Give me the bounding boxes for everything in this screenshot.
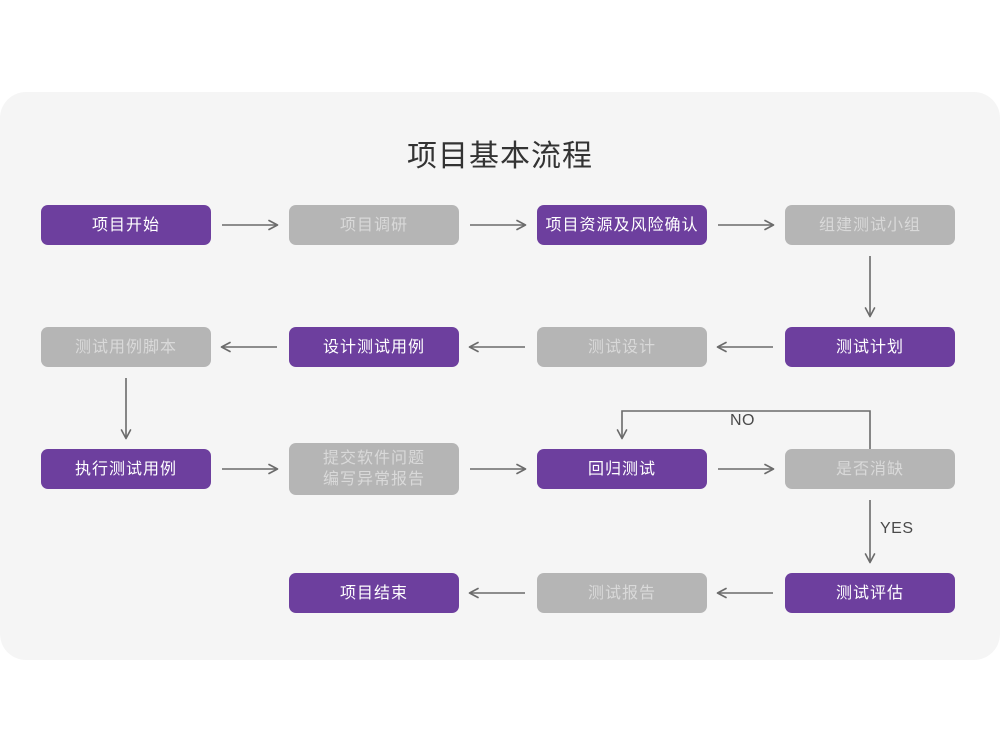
edge-label-yes: YES [880,520,914,537]
node-design-case[interactable]: 设计测试用例 [289,327,459,367]
node-test-plan[interactable]: 测试计划 [785,327,955,367]
node-test-design[interactable]: 测试设计 [537,327,707,367]
node-project-research[interactable]: 项目调研 [289,205,459,245]
node-regression-test[interactable]: 回归测试 [537,449,707,489]
diagram-panel [0,92,1000,660]
page-title: 项目基本流程 [407,140,593,173]
node-build-team[interactable]: 组建测试小组 [785,205,955,245]
node-submit-issue[interactable]: 提交软件问题 编写异常报告 [289,443,459,495]
node-case-script[interactable]: 测试用例脚本 [41,327,211,367]
node-resource-risk[interactable]: 项目资源及风险确认 [537,205,707,245]
node-project-start[interactable]: 项目开始 [41,205,211,245]
node-project-end[interactable]: 项目结束 [289,573,459,613]
edge-label-no: NO [730,412,755,429]
node-test-evaluation[interactable]: 测试评估 [785,573,955,613]
node-test-report[interactable]: 测试报告 [537,573,707,613]
node-defect-cleared[interactable]: 是否消缺 [785,449,955,489]
node-execute-case[interactable]: 执行测试用例 [41,449,211,489]
